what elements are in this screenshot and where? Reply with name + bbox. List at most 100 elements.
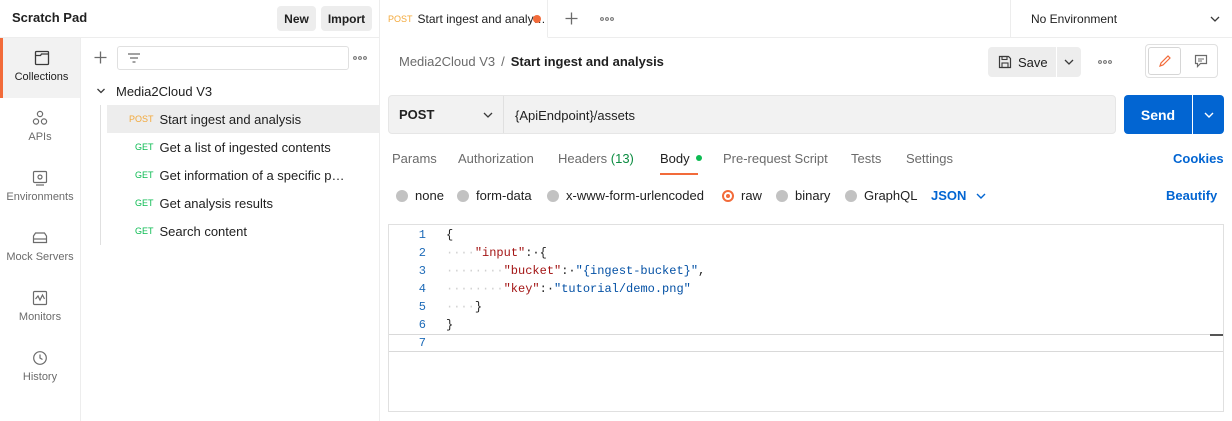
format-value: JSON (931, 188, 967, 203)
environments-icon (32, 170, 48, 186)
edit-mode-button[interactable] (1148, 47, 1181, 75)
workspace-header: Scratch Pad New Import (0, 0, 380, 38)
cookies-link[interactable]: Cookies (1173, 151, 1224, 166)
beautify-link[interactable]: Beautify (1166, 188, 1218, 203)
tab-body[interactable]: Body (660, 151, 703, 166)
workspace-title[interactable]: Scratch Pad (12, 10, 88, 25)
body-indicator-dot (696, 155, 703, 161)
new-button[interactable]: New (277, 6, 316, 31)
tab-method: POST (388, 13, 413, 24)
nav-mock-servers[interactable]: Mock Servers (0, 218, 80, 278)
tab-body-label: Body (660, 151, 690, 166)
environment-value: No Environment (1031, 12, 1118, 26)
request-name: Get analysis results (159, 195, 273, 211)
environment-select[interactable]: No Environment (1010, 0, 1232, 38)
mock-servers-icon (32, 232, 48, 244)
tab-start-ingest[interactable]: POST Start ingest and analysis (380, 0, 548, 38)
pencil-icon (1158, 55, 1171, 67)
request-item-search[interactable]: GET Search content (107, 217, 379, 245)
request-item-analysis-results[interactable]: GET Get analysis results (107, 189, 379, 217)
monitors-icon (32, 290, 48, 306)
chevron-down-icon (976, 191, 986, 201)
method-select[interactable]: POST (389, 96, 504, 133)
view-toggle (1145, 44, 1218, 78)
nav-collections[interactable]: Collections (0, 38, 80, 98)
chevron-down-icon[interactable] (96, 86, 106, 96)
radio-form-data-label: form-data (476, 188, 532, 203)
request-item-list-contents[interactable]: GET Get a list of ingested contents (107, 133, 379, 161)
active-tab-underline (660, 173, 698, 175)
tab-headers-label: Headers (558, 151, 608, 166)
tab-title: Start ingest and analysis (417, 11, 547, 26)
breadcrumb-request[interactable]: Start ingest and analysis (510, 54, 664, 69)
format-select[interactable]: JSON (931, 188, 986, 203)
request-name: Get a list of ingested contents (159, 139, 331, 155)
tab-authorization[interactable]: Authorization (458, 151, 534, 166)
nav-apis[interactable]: APIs (0, 98, 80, 158)
radio-raw-label: raw (741, 188, 762, 203)
request-options-icon[interactable] (1098, 60, 1112, 64)
radio-dot (776, 189, 788, 202)
send-dropdown-button[interactable] (1193, 95, 1224, 134)
more-options-icon[interactable] (353, 56, 367, 60)
method-badge: GET (135, 198, 154, 208)
history-icon (33, 351, 47, 365)
url-bar: POST {ApiEndpoint}/assets (388, 95, 1116, 134)
radio-graphql[interactable]: GraphQL (845, 188, 917, 203)
code-line-5: ····} (446, 300, 483, 314)
breadcrumb-collection[interactable]: Media2Cloud V3 (399, 54, 496, 69)
line-number: 1 (418, 228, 426, 242)
request-item-start-ingest[interactable]: POST Start ingest and analysis (107, 105, 379, 133)
chevron-down-icon (1210, 14, 1220, 24)
code-line-2: ····"input":·{ (446, 246, 547, 260)
radio-dot (457, 189, 469, 202)
nav-apis-label: APIs (28, 131, 52, 143)
request-item-process-info[interactable]: GET Get information of a specific proces… (107, 161, 379, 189)
tab-headers[interactable]: Headers (13) (558, 151, 634, 166)
radio-binary-label: binary (795, 188, 831, 203)
radio-dot (547, 189, 559, 202)
url-input[interactable]: {ApiEndpoint}/assets (515, 108, 635, 123)
send-button[interactable]: Send (1124, 95, 1192, 134)
tab-params[interactable]: Params (392, 151, 437, 166)
radio-urlencoded[interactable]: x-www-form-urlencoded (547, 188, 704, 203)
import-button[interactable]: Import (321, 6, 372, 31)
nav-environments[interactable]: Environments (0, 158, 80, 218)
collections-icon (34, 50, 49, 66)
save-dropdown-button[interactable] (1057, 47, 1081, 77)
tab-settings[interactable]: Settings (906, 151, 953, 166)
tab-tests[interactable]: Tests (851, 151, 882, 166)
tab-prerequest-script[interactable]: Pre-request Script (723, 151, 828, 166)
request-name: Get information of a specific process (159, 167, 346, 183)
collections-panel: Media2Cloud V3 POST Start ingest and ana… (81, 38, 380, 421)
filter-input[interactable] (117, 46, 349, 70)
json-value-bucket: "{ingest-bucket}" (575, 264, 699, 278)
radio-form-data[interactable]: form-data (457, 188, 532, 203)
code-editor[interactable]: 1 2 3 4 5 6 7 { ····"input":·{ ········"… (388, 224, 1224, 412)
code-line-1: { (446, 228, 454, 242)
collection-row[interactable]: Media2Cloud V3 (81, 77, 379, 105)
code-line-4: ········"key":·"tutorial/demo.png" (446, 282, 691, 296)
add-collection-icon[interactable] (93, 50, 108, 65)
chevron-down-icon (483, 110, 493, 120)
save-label: Save (1018, 54, 1048, 70)
radio-raw[interactable]: raw (722, 188, 762, 203)
breadcrumb-separator: / (501, 54, 505, 69)
save-button[interactable]: Save (988, 47, 1056, 77)
method-badge: GET (135, 142, 154, 152)
new-tab-icon[interactable] (564, 11, 579, 26)
current-line-highlight (389, 334, 1223, 352)
tab-options-icon[interactable] (600, 17, 614, 21)
tree-guide-line (100, 105, 101, 245)
chevron-down-icon (1204, 112, 1213, 118)
line-number: 2 (418, 246, 426, 260)
comments-button[interactable] (1186, 47, 1216, 75)
nav-monitors[interactable]: Monitors (0, 278, 80, 338)
save-icon (998, 55, 1012, 69)
radio-none[interactable]: none (396, 188, 444, 203)
nav-history[interactable]: History (0, 338, 80, 398)
json-key-bucket: "bucket" (503, 264, 562, 278)
scrollbar-thumb[interactable] (1210, 334, 1223, 352)
radio-binary[interactable]: binary (776, 188, 830, 203)
collection-name: Media2Cloud V3 (116, 83, 213, 99)
